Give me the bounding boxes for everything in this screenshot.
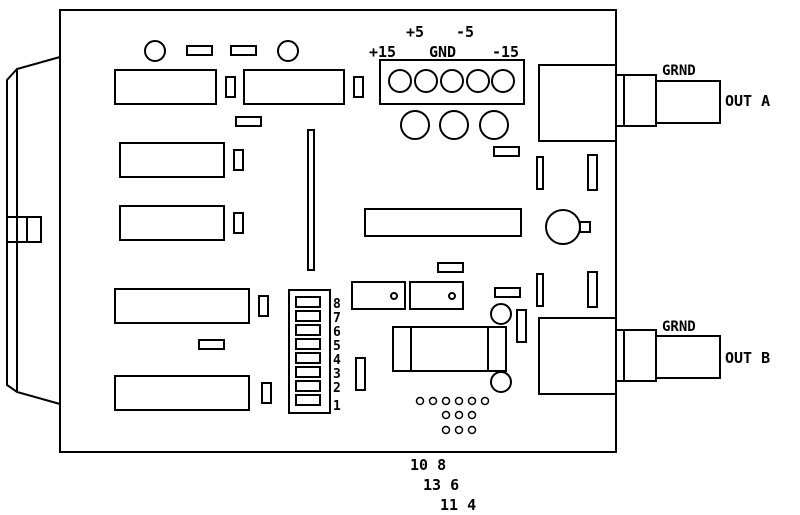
- vertical-part-1: [536, 156, 544, 190]
- transistor-2: [490, 371, 512, 393]
- dip-label-2: 2: [333, 381, 341, 396]
- vertical-strip: [307, 129, 315, 271]
- output-b-jack: [538, 317, 721, 395]
- dip-label-8: 8: [333, 297, 341, 312]
- terminal-1: [388, 69, 412, 93]
- output-a-jack: [538, 64, 721, 142]
- dip-label-1: 1: [333, 399, 341, 414]
- resistor-small-5: [494, 287, 521, 298]
- pin-label-row-2: 13 6: [423, 476, 459, 494]
- edge-connector: [6, 56, 61, 405]
- capacitor-large-1: [400, 110, 430, 140]
- terminal-5: [491, 69, 515, 93]
- capacitor-large-2: [439, 110, 469, 140]
- power-terminal-block: [379, 59, 525, 105]
- cap-4: [233, 212, 244, 234]
- label-plus15: +15: [369, 43, 396, 61]
- label-minus5: -5: [456, 23, 474, 41]
- ic-chip-4: [119, 205, 225, 241]
- label-out-b: OUT B: [725, 349, 770, 367]
- label-plus5: +5: [406, 23, 424, 41]
- vertical-part-6: [355, 357, 366, 391]
- label-out-b-ground: GRND: [662, 319, 696, 335]
- dip-label-5: 5: [333, 339, 341, 354]
- top-capacitor-left: [144, 40, 166, 62]
- resistor-small-1: [235, 116, 262, 127]
- regulator-2: [409, 281, 464, 310]
- vertical-part-2: [587, 154, 598, 191]
- cap-5: [258, 295, 269, 317]
- cap-3: [233, 149, 244, 171]
- cap-2: [353, 76, 364, 98]
- resistor-small-4: [437, 262, 464, 273]
- label-out-a-ground: GRND: [662, 63, 696, 79]
- connector-pins: [415, 396, 490, 435]
- label-gnd: GND: [429, 43, 456, 61]
- trimmer-pot: [545, 209, 581, 245]
- regulator-1: [351, 281, 406, 310]
- pin-label-row-1: 10 8: [410, 456, 446, 474]
- cap-6: [261, 382, 272, 404]
- terminal-2: [414, 69, 438, 93]
- transistor-1: [490, 303, 512, 325]
- vertical-part-4: [587, 271, 598, 308]
- dip-label-7: 7: [333, 311, 341, 326]
- ic-chip-3: [119, 142, 225, 178]
- relay: [392, 326, 507, 372]
- ic-chip-5: [114, 288, 250, 324]
- dip-switch: [288, 289, 331, 414]
- terminal-3: [440, 69, 464, 93]
- terminal-4: [466, 69, 490, 93]
- dip-label-6: 6: [333, 325, 341, 340]
- ic-chip-wide: [364, 208, 522, 237]
- ic-chip-1: [114, 69, 217, 105]
- top-resistor-1: [186, 45, 213, 56]
- cap-1: [225, 76, 236, 98]
- dip-label-4: 4: [333, 353, 341, 368]
- capacitor-large-3: [479, 110, 509, 140]
- label-out-a: OUT A: [725, 92, 770, 110]
- ic-chip-6: [114, 375, 250, 411]
- circuit-board: [59, 9, 617, 453]
- vertical-part-5: [516, 309, 527, 343]
- top-capacitor-right: [277, 40, 299, 62]
- resistor-small-3: [493, 146, 520, 157]
- top-resistor-2: [230, 45, 257, 56]
- pin-label-row-3: 11 4: [440, 496, 476, 514]
- ic-chip-2: [243, 69, 345, 105]
- dip-label-3: 3: [333, 367, 341, 382]
- vertical-part-3: [536, 273, 544, 307]
- dip-switch-numbers: 8 7 6 5 4 3 2 1: [333, 297, 341, 414]
- resistor-small-2: [198, 339, 225, 350]
- label-minus15: -15: [492, 43, 519, 61]
